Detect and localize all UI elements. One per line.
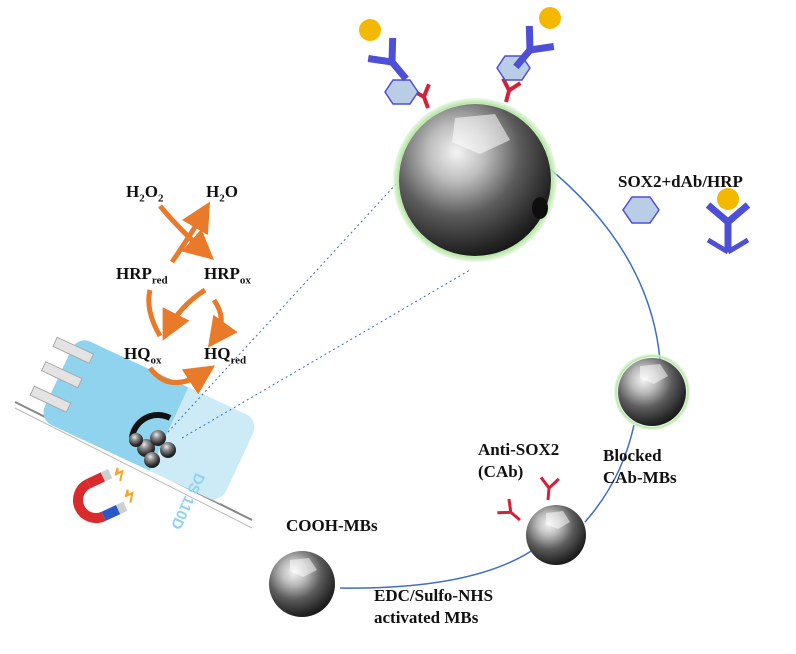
bead-sphere <box>526 505 586 565</box>
cooh-mb-bead <box>269 551 335 617</box>
bead-sphere <box>269 551 335 617</box>
label-hrp-red: HRPred <box>116 264 168 287</box>
bead-shadow-spot <box>532 197 548 219</box>
hrp-enzyme <box>539 7 561 29</box>
capture-antibody <box>497 498 521 522</box>
zoom-line-top <box>167 157 421 433</box>
connector-blocked-to-cab <box>584 424 635 523</box>
bead-sphere <box>399 104 551 256</box>
zoom-line-bottom <box>181 269 471 439</box>
detection-antibody <box>367 37 409 82</box>
capture-antibody <box>501 77 522 103</box>
electrode-contact-3 <box>29 385 72 413</box>
legend-sox2-protein <box>622 196 660 224</box>
arrow-hqox-to-hqred <box>147 365 216 395</box>
connector-cab-to-cooh <box>339 544 541 589</box>
label-activated-mbs: activated MBs <box>374 608 479 627</box>
electrode-contact-2 <box>40 361 83 389</box>
detection-antibody <box>513 25 555 70</box>
bead-reflection <box>640 364 668 384</box>
legend-hrp-enzyme <box>717 188 739 210</box>
magnet-icon <box>73 467 134 523</box>
label-hq-ox: HQox <box>124 344 162 367</box>
label-cooh-mbs: COOH-MBs <box>286 516 378 535</box>
screen-printed-electrode: DS 110D <box>14 336 260 532</box>
label-hq-red: HQred <box>204 344 247 367</box>
arrow-hrpox-to-hqox <box>162 287 207 341</box>
capture-antibody <box>539 476 560 501</box>
label-anti-sox2: Anti-SOX2 <box>478 440 560 459</box>
label-h2o: H2O <box>206 182 238 205</box>
arrow-hrpred-to-h2o <box>169 201 211 264</box>
blocked-cab-mb-bead <box>614 354 690 430</box>
arrow-h2o2-to-hrpox <box>158 204 215 260</box>
label-hrp-ox: HRPox <box>204 264 251 287</box>
large-magnetic-bead <box>393 98 557 262</box>
arrow-hqred-to-hrpred <box>207 298 238 348</box>
cluster-bead <box>150 430 166 446</box>
immunocomplex-left <box>359 19 431 109</box>
immunocomplex-right <box>496 7 561 103</box>
electrode-base-shadow <box>14 407 253 529</box>
electrode-tip <box>149 387 260 504</box>
hrp-enzyme <box>359 19 381 41</box>
cluster-bead <box>144 452 160 468</box>
bead-reflection <box>290 558 317 577</box>
label-cab: (CAb) <box>478 462 524 481</box>
label-blocked: Blocked <box>603 446 662 465</box>
label-h2o2: H2O2 <box>126 182 164 205</box>
cab-mb-bead <box>497 476 586 565</box>
reaction-cycle-arrows <box>146 201 238 395</box>
label-edc-sulfo-nhs: EDC/Sulfo-NHS <box>374 586 494 605</box>
electrode-contact-1 <box>52 336 95 364</box>
bead-cluster <box>129 430 176 468</box>
sox2-protein <box>384 79 419 105</box>
reference-electrode-arc <box>129 411 172 439</box>
connector-large-to-blocked <box>543 163 661 361</box>
arrow-cycle-left-1 <box>146 289 163 338</box>
cluster-bead <box>129 433 143 447</box>
cluster-bead <box>160 442 176 458</box>
bead-reflection <box>452 114 510 154</box>
bead-sphere <box>618 358 686 426</box>
legend-detection-antibody <box>705 202 751 255</box>
label-sox2-dab-hrp: SOX2+dAb/HRP <box>618 172 743 191</box>
label-cab-mbs: CAb-MBs <box>603 468 677 487</box>
bead-reflection <box>546 511 570 529</box>
